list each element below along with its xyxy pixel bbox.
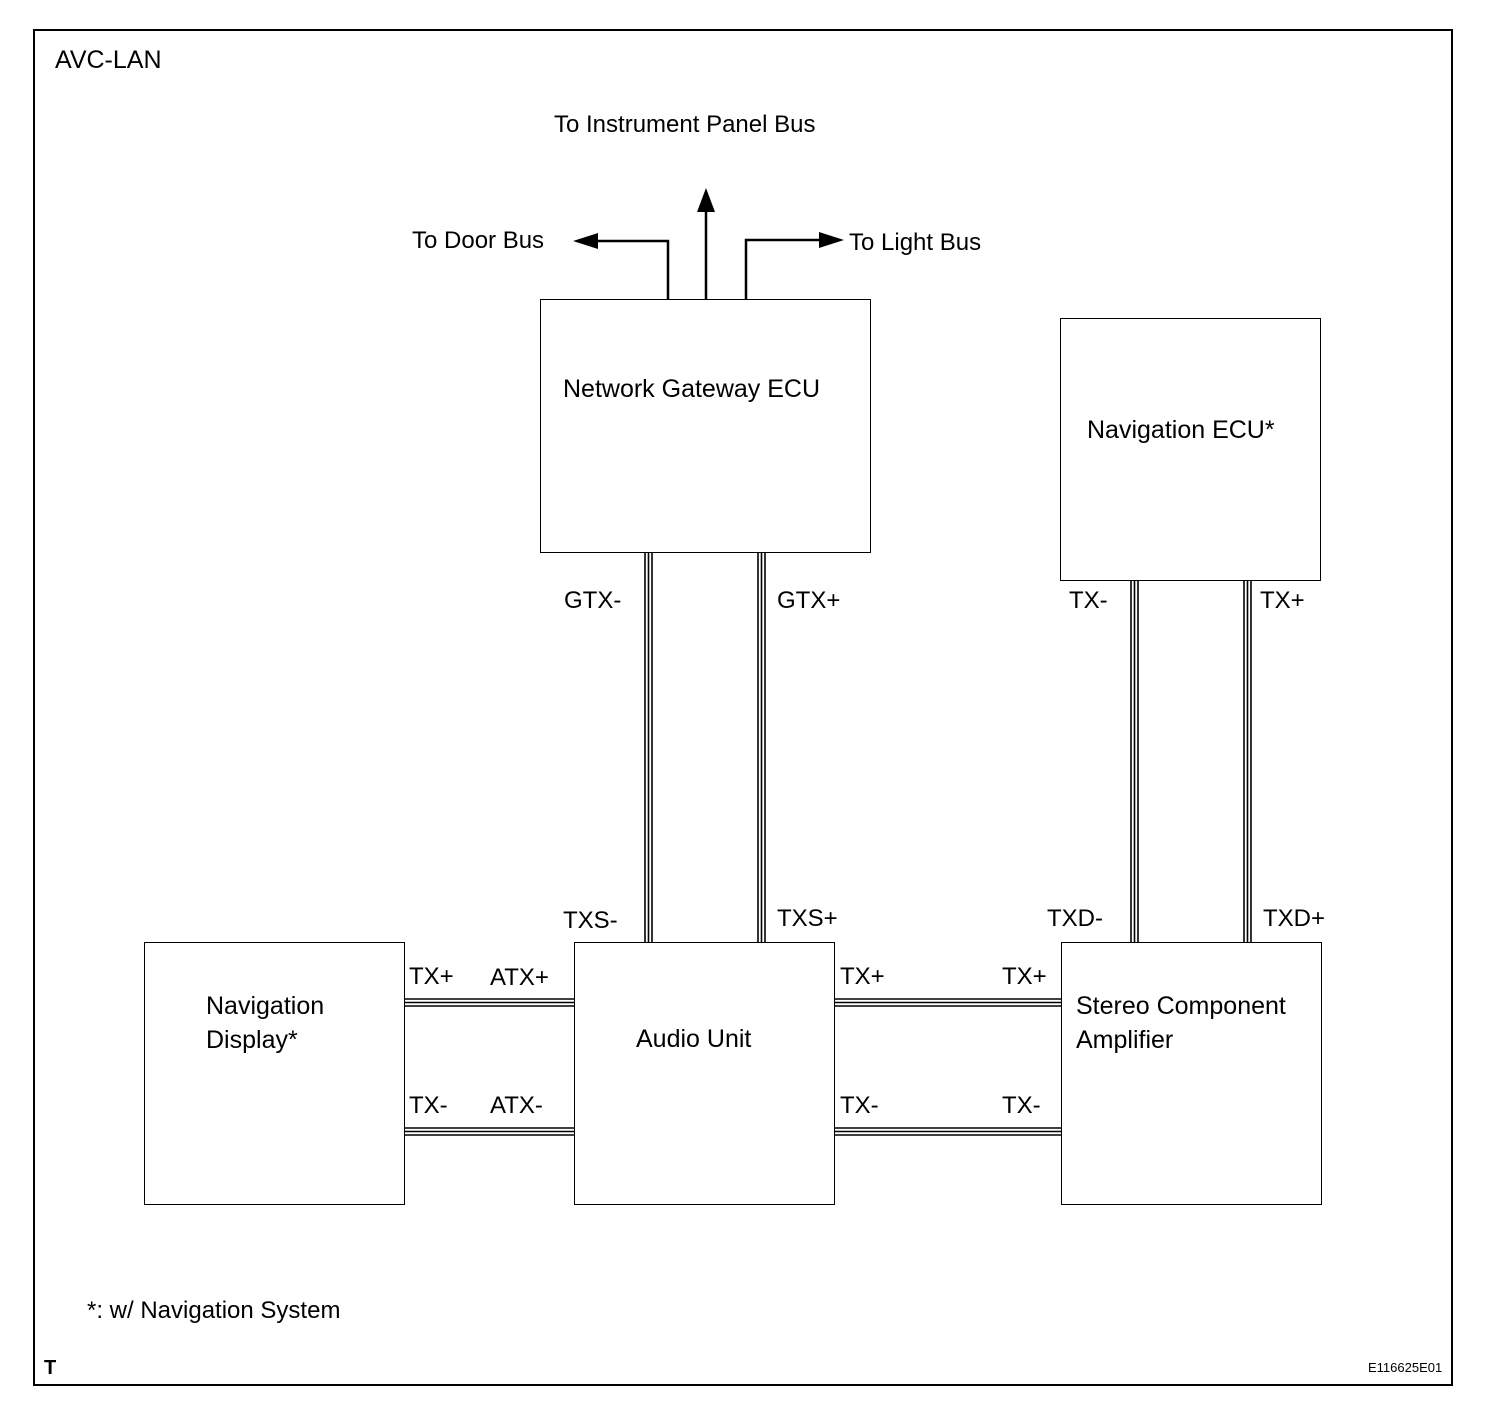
twisted-pair-wires (404, 553, 1252, 1136)
pin-atx-minus: ATX- (490, 1092, 543, 1119)
pin-navecu-tx-minus: TX- (1069, 587, 1108, 614)
stereo-component-amplifier-block: Stereo Component Amplifier (1061, 942, 1322, 1205)
pin-amp-tx-plus: TX+ (1002, 963, 1047, 990)
wire-gtx-minus (644, 553, 653, 943)
pin-atx-plus: ATX+ (490, 964, 549, 991)
instrument-panel-bus-label: To Instrument Panel Bus (554, 111, 816, 138)
corner-mark: T (44, 1357, 57, 1379)
wire-gtx-plus (757, 553, 766, 943)
navigation-ecu-block: Navigation ECU* (1060, 318, 1321, 581)
pin-txs-plus: TXS+ (777, 905, 838, 932)
navigation-display-label: Navigation Display* (206, 992, 325, 1054)
door-bus-label: To Door Bus (412, 227, 545, 254)
light-bus-line (744, 238, 822, 299)
network-gateway-ecu-label: Network Gateway ECU (563, 375, 821, 403)
pin-gtx-minus: GTX- (564, 587, 622, 614)
wire-navecu-tx-minus (1130, 581, 1139, 943)
light-bus-arrowhead (819, 232, 844, 248)
navigation-ecu-label: Navigation ECU* (1087, 416, 1275, 444)
wire-audio-amp-tx-minus (835, 1127, 1062, 1136)
pin-txd-plus: TXD+ (1263, 905, 1326, 932)
wire-navecu-tx-plus (1243, 581, 1252, 943)
pin-navdisp-tx-plus: TX+ (409, 963, 454, 990)
pin-txd-minus: TXD- (1047, 905, 1103, 932)
pin-navdisp-tx-minus: TX- (409, 1092, 448, 1119)
instrument-panel-bus-arrowhead (697, 188, 715, 212)
door-bus-arrowhead (573, 233, 598, 249)
pin-txs-minus: TXS- (563, 907, 618, 934)
wire-atx-plus (404, 998, 575, 1007)
pin-audio-tx-minus: TX- (840, 1092, 879, 1119)
diagram-frame (33, 29, 1453, 1386)
wire-audio-amp-tx-plus (835, 998, 1062, 1007)
network-gateway-ecu-block: Network Gateway ECU (540, 299, 871, 553)
wire-atx-minus (404, 1127, 575, 1136)
footnote: *: w/ Navigation System (87, 1297, 341, 1324)
light-bus-label: To Light Bus (849, 229, 982, 256)
audio-unit-label: Audio Unit (636, 1025, 752, 1053)
figure-id: E116625E01 (1368, 1360, 1443, 1375)
stereo-component-amplifier-label: Stereo Component Amplifier (1076, 992, 1286, 1054)
diagram-title: AVC-LAN (55, 46, 162, 74)
pin-amp-tx-minus: TX- (1002, 1092, 1041, 1119)
navigation-display-block: Navigation Display* (144, 942, 405, 1205)
bus-arrows (596, 210, 822, 299)
door-bus-line (596, 239, 670, 299)
pin-gtx-plus: GTX+ (777, 587, 841, 614)
audio-unit-block: Audio Unit (574, 942, 835, 1205)
pin-navecu-tx-plus: TX+ (1260, 587, 1305, 614)
pin-audio-tx-plus: TX+ (840, 963, 885, 990)
